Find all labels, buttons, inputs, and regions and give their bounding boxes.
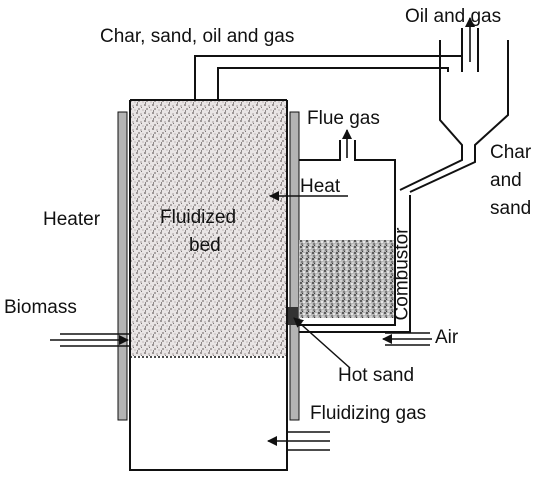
outlet-pipe xyxy=(194,55,463,100)
label-char-sand-oil-gas: Char, sand, oil and gas xyxy=(100,26,295,47)
heater-bar-right xyxy=(289,111,300,421)
label-bed: bed xyxy=(189,235,221,256)
cyclone-gas-outlet xyxy=(461,28,479,72)
fluidized-bed-fill xyxy=(130,100,287,356)
air-feed-pipe xyxy=(385,332,430,346)
label-sand: sand xyxy=(490,198,532,219)
label-flue-gas: Flue gas xyxy=(307,108,380,129)
label-and: and xyxy=(490,170,522,191)
label-char: Char xyxy=(490,142,532,163)
label-fluidized: Fluidized xyxy=(160,207,237,228)
fluidizing-gas-pipe xyxy=(287,431,330,451)
hot-sand-arrow xyxy=(293,317,351,369)
hot-sand-port xyxy=(288,307,298,325)
combustor-sand-fill xyxy=(299,240,395,318)
label-biomass: Biomass xyxy=(4,297,77,318)
biomass-feed-pipe xyxy=(60,333,130,347)
label-oil-and-gas: Oil and gas xyxy=(405,6,502,27)
label-air: Air xyxy=(435,327,459,348)
reactor-vessel xyxy=(129,99,288,471)
label-combustor: Combustor xyxy=(391,227,413,321)
label-fluidizing-gas: Fluidizing gas xyxy=(310,403,427,424)
heater-bar-left xyxy=(117,111,128,421)
label-heater: Heater xyxy=(43,209,101,230)
label-hot-sand: Hot sand xyxy=(338,365,415,386)
label-heat: Heat xyxy=(300,176,341,197)
flue-gas-outlet xyxy=(339,140,356,160)
cyclone xyxy=(399,40,509,193)
